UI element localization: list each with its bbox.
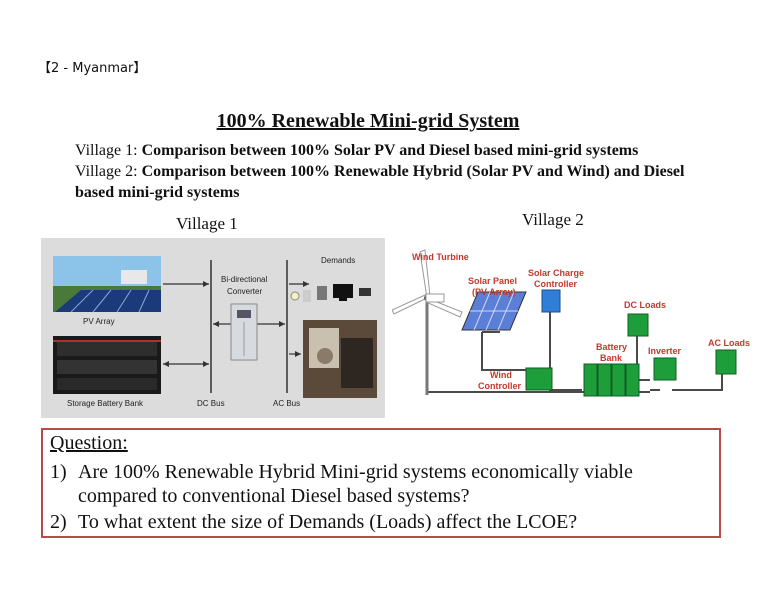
wind-turbine-label: Wind Turbine: [412, 252, 469, 262]
battery-bank-cells: [583, 363, 640, 397]
figure-2-caption: Village 2: [522, 210, 584, 229]
page-title: 100% Renewable Mini-grid System: [216, 110, 520, 132]
ac-loads-box: [715, 349, 737, 375]
wind-controller-label-1: Wind: [490, 370, 512, 380]
inverter-box: [653, 357, 677, 381]
village-2-line: Village 2: Comparison between 100% Renew…: [75, 163, 685, 201]
battery-bank-label-1: Battery: [596, 342, 627, 352]
solar-panel-label-1: Solar Panel: [468, 276, 517, 286]
figure-1-caption: Village 1: [176, 214, 238, 233]
village-1-diagram: PV Array Storage Battery Bank DC Bus AC …: [41, 238, 385, 418]
village-1-label: Village 1: [75, 142, 134, 159]
workshop-image: [303, 320, 377, 398]
demands-label: Demands: [321, 256, 355, 265]
question-1-text: Are 100% Renewable Hybrid Mini-grid syst…: [78, 461, 633, 507]
country-tag: 【2 - Myanmar】: [38, 61, 147, 76]
wind-turbine-image: [391, 249, 463, 395]
question-title: Question:: [50, 432, 128, 454]
charge-controller-label-1: Solar Charge: [528, 268, 584, 278]
solar-panel-label-2: (PV Array): [472, 287, 516, 297]
question-1-number: 1): [50, 461, 67, 483]
ac-bus-label: AC Bus: [273, 399, 300, 408]
question-box: [41, 428, 721, 538]
question-2-text: To what extent the size of Demands (Load…: [78, 511, 578, 533]
village-1-desc: Comparison between 100% Solar PV and Die…: [141, 142, 639, 159]
village-2-diagram-svg: Wind Turbine Solar Panel (PV Array) Sola…: [391, 249, 750, 397]
village-1-line: Village 1: Comparison between 100% Solar…: [75, 142, 639, 159]
converter-label-2: Converter: [227, 287, 262, 296]
dc-bus-label: DC Bus: [197, 399, 225, 408]
village-1-diagram-svg: PV Array Storage Battery Bank DC Bus AC …: [53, 256, 377, 408]
converter-cabinet-image: [230, 303, 258, 361]
charge-controller-box: [541, 289, 561, 313]
battery-bank-image: [53, 336, 161, 394]
pv-array-image: [53, 256, 161, 313]
dc-loads-box: [627, 313, 649, 337]
village-2-desc: Comparison between 100% Renewable Hybrid…: [75, 163, 685, 201]
village-2-label: Village 2: [75, 163, 134, 180]
battery-bank-label-2: Bank: [600, 353, 623, 363]
question-2-number: 2): [50, 511, 67, 533]
village-2-diagram: Wind Turbine Solar Panel (PV Array) Sola…: [391, 240, 762, 420]
appliances-image: [290, 284, 371, 302]
charge-controller-label-2: Controller: [534, 279, 577, 289]
converter-label-1: Bi-directional: [221, 275, 267, 284]
wind-controller-box: [525, 367, 553, 391]
pv-array-label: PV Array: [83, 317, 115, 326]
ac-loads-label: AC Loads: [708, 338, 750, 348]
inverter-label: Inverter: [648, 346, 682, 356]
dc-loads-label: DC Loads: [624, 300, 666, 310]
battery-bank-label: Storage Battery Bank: [67, 399, 144, 408]
wind-controller-label-2: Controller: [478, 381, 521, 391]
solar-panel-image: [461, 291, 527, 331]
